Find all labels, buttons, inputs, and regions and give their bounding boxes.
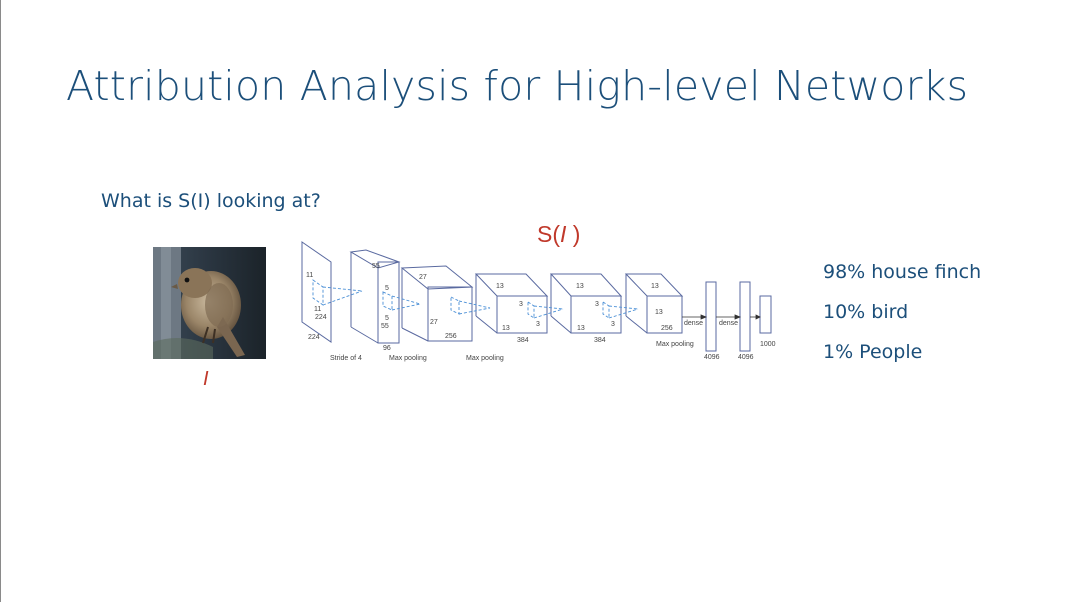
prediction-item: 10% bird [823,298,981,338]
pool1-label: Max pooling [389,355,427,362]
conv3-kernel-1: 3 [519,301,523,308]
slide-question: What is S(I) looking at? [101,190,321,212]
conv3-depth: 384 [517,337,529,344]
fc1-size: 4096 [704,354,720,361]
conv1-height: 55 [381,323,389,330]
dense-arrows [682,315,760,319]
slide-left-border [0,0,1,602]
conv5-depth: 256 [661,325,673,332]
conv4-depth: 384 [594,337,606,344]
conv4-height: 13 [577,325,585,332]
prediction-item: 98% house finch [823,258,981,298]
conv4-top-size: 13 [576,283,584,290]
fc1-layer [706,282,716,351]
conv5-height: 13 [655,309,663,316]
input-layer [302,242,331,342]
prediction-item: 1% People [823,338,981,378]
fc2-layer [740,282,750,351]
prediction-list: 98% house finch 10% bird 1% People [823,258,981,378]
fc3-layer [760,296,771,333]
pool3-label: Max pooling [656,341,694,348]
conv2-depth: 256 [445,333,457,340]
conv2-height: 27 [430,319,438,326]
input-kernel-size-1: 11 [306,272,313,279]
input-height: 224 [308,334,320,341]
image-label: I [203,368,209,391]
slide-title: Attribution Analysis for High-level Netw… [66,62,968,110]
conv3-height: 13 [502,325,510,332]
bird-photo [153,247,266,359]
conv2-top-size: 27 [419,274,427,281]
conv1-kernel-2: 5 [385,315,389,322]
conv4-kernel-1: 3 [595,301,599,308]
conv1-kernel-1: 5 [385,285,389,292]
dense1-label: dense [684,320,703,327]
house-finch-image [153,247,266,359]
conv1-top-size: 55 [372,263,380,270]
conv3-top-size: 13 [496,283,504,290]
pool2-label: Max pooling [466,355,504,362]
fc2-size: 4096 [738,354,754,361]
dense2-label: dense [719,320,738,327]
cnn-architecture-diagram: 11 11 224 224 Stride of 4 55 5 5 55 96 M… [298,238,778,366]
conv2-block [402,266,472,341]
input-width: 224 [315,314,327,321]
fc3-size: 1000 [760,341,776,348]
conv4-kernel-2: 3 [611,321,615,328]
input-kernel-size-2: 11 [314,306,321,313]
conv1-depth: 96 [383,345,391,352]
conv5-top-size: 13 [651,283,659,290]
conv3-kernel-2: 3 [536,321,540,328]
stride-label: Stride of 4 [330,355,362,362]
